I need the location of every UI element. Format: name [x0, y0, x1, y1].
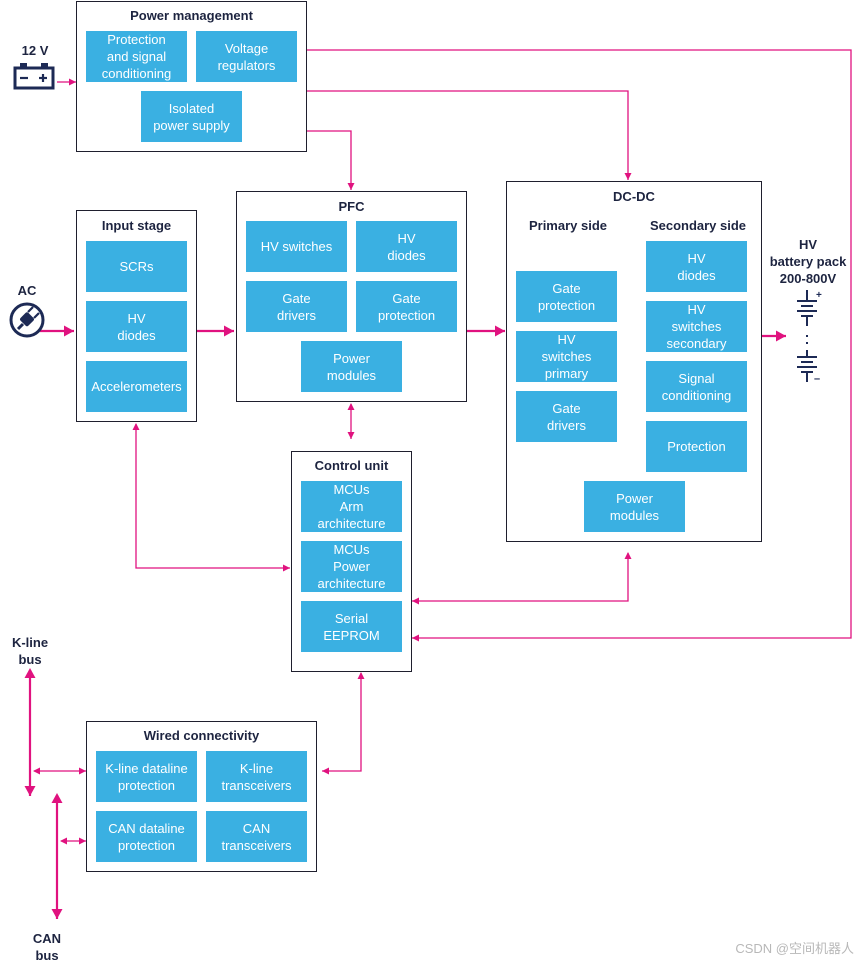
dcdc-title: DC-DC	[613, 189, 655, 204]
wire-dcdc-control	[412, 552, 632, 605]
block-scrs: SCRs	[86, 241, 187, 292]
wire-power-to-control	[307, 49, 852, 642]
block-voltage-regulators: Voltage regulators	[196, 31, 297, 82]
wire-input-control	[132, 423, 290, 572]
block-kline-dataline-protection: K-line dataline protection	[96, 751, 197, 802]
block-dcdc-power-modules: Power modules	[584, 481, 685, 532]
block-isolated-power-supply: Isolated power supply	[141, 91, 242, 142]
label-hv-battery: HV battery pack 200-800V	[769, 237, 847, 286]
block-protection-signal-conditioning: Protection and signal conditioning	[86, 31, 187, 82]
block-pfc-hv-diodes: HV diodes	[356, 221, 457, 272]
dcdc-secondary-side-label: Secondary side	[649, 218, 747, 233]
block-accelerometers: Accelerometers	[86, 361, 187, 412]
block-dcdc-signal-conditioning: Signal conditioning	[646, 361, 747, 412]
block-can-dataline-protection: CAN dataline protection	[96, 811, 197, 862]
ac-plug-icon	[9, 302, 45, 338]
dcdc-frame: DC-DC Primary side Secondary side Gate p…	[506, 181, 762, 542]
block-mcus-arm: MCUs Arm architecture	[301, 481, 402, 532]
wire-power-to-dcdc	[307, 90, 632, 180]
block-dcdc-gate-drivers: Gate drivers	[516, 391, 617, 442]
label-ac: AC	[17, 283, 37, 298]
svg-text:+: +	[816, 290, 822, 301]
block-input-hv-diodes: HV diodes	[86, 301, 187, 352]
block-kline-transceivers: K-line transceivers	[206, 751, 307, 802]
label-kline-bus: K-line bus	[11, 635, 49, 667]
label-12v: 12 V	[21, 43, 49, 58]
dcdc-primary-side-label: Primary side	[528, 218, 608, 233]
power-management-frame: Power management Protection and signal c…	[76, 1, 307, 152]
wire-control-wired	[322, 672, 365, 775]
block-dcdc-hv-switches-primary: HV switches primary	[516, 331, 617, 382]
control-unit-frame: Control unit MCUs Arm architecture MCUs …	[291, 451, 412, 672]
watermark: CSDN @空间机器人	[735, 941, 854, 956]
wired-connectivity-frame: Wired connectivity K-line dataline prote…	[86, 721, 317, 872]
input-stage-title: Input stage	[101, 218, 172, 233]
wire-power-to-pfc	[307, 130, 355, 190]
svg-text:–: –	[814, 373, 820, 385]
block-pfc-power-modules: Power modules	[301, 341, 402, 392]
pfc-frame: PFC HV switches HV diodes Gate drivers G…	[236, 191, 467, 402]
car-battery-icon	[13, 63, 55, 90]
block-can-transceivers: CAN transceivers	[206, 811, 307, 862]
power-management-title: Power management	[130, 8, 253, 23]
hv-battery-cells-icon: + –	[797, 290, 822, 385]
block-pfc-hv-switches: HV switches	[246, 221, 347, 272]
block-mcus-power: MCUs Power architecture	[301, 541, 402, 592]
block-serial-eeprom: Serial EEPROM	[301, 601, 402, 652]
label-can-bus: CAN bus	[32, 931, 62, 963]
block-pfc-gate-drivers: Gate drivers	[246, 281, 347, 332]
pfc-title: PFC	[338, 199, 365, 214]
block-dcdc-hv-diodes: HV diodes	[646, 241, 747, 292]
block-dcdc-protection: Protection	[646, 421, 747, 472]
control-unit-title: Control unit	[314, 458, 389, 473]
block-dcdc-hv-switches-secondary: HV switches secondary	[646, 301, 747, 352]
input-stage-frame: Input stage SCRs HV diodes Accelerometer…	[76, 210, 197, 422]
wired-connectivity-title: Wired connectivity	[143, 728, 260, 743]
block-dcdc-gate-protection: Gate protection	[516, 271, 617, 322]
block-pfc-gate-protection: Gate protection	[356, 281, 457, 332]
